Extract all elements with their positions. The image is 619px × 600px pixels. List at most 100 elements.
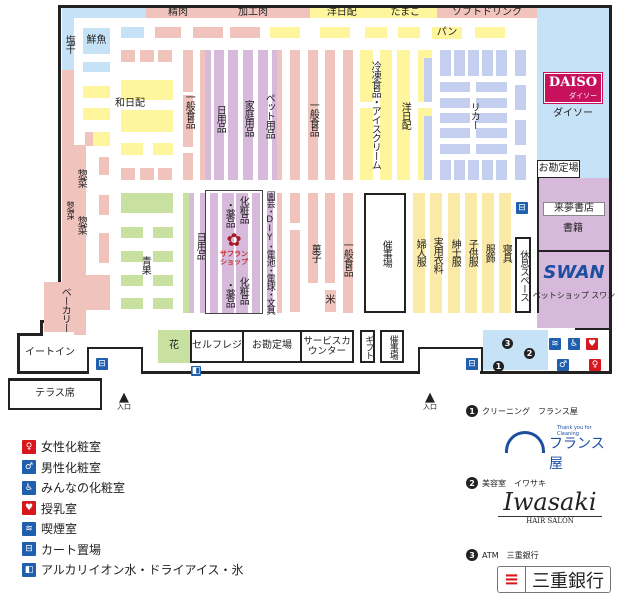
shelf <box>482 193 494 313</box>
saffron-shop-logo: ✿ サフランショップ <box>220 230 248 267</box>
shelf <box>468 160 479 180</box>
shop-2-marker[interactable]: 2 <box>524 348 535 359</box>
wall <box>142 371 420 374</box>
section-bakery[interactable]: ベーカリー <box>44 282 84 332</box>
event-space-1[interactable]: 催事場 <box>364 193 406 313</box>
checkout-main[interactable]: お勘定場 <box>242 330 302 363</box>
wall <box>17 333 43 336</box>
shop-3-marker[interactable]: 3 <box>502 338 513 349</box>
tenant-area[interactable] <box>537 178 609 328</box>
accessible-restroom-icon: ♿ <box>22 480 36 495</box>
label-younichihai: 洋日配 <box>399 101 411 129</box>
legend-label: 女性化粧室 <box>41 440 102 454</box>
shelf <box>515 155 526 180</box>
service-counter[interactable]: サービスカウンター <box>300 330 354 363</box>
section-kome[interactable]: 米 <box>325 290 336 312</box>
shelf <box>475 27 505 38</box>
legend-label: 男性化粧室 <box>41 460 102 475</box>
female-restroom-icon: ♀ <box>22 439 36 454</box>
label-fujinfuku: 婦人服 <box>414 239 426 266</box>
label-katei: 家庭用品 <box>242 99 254 136</box>
section-soft-drink[interactable]: ソフトドリンク <box>437 7 537 18</box>
raimu-logo[interactable]: 来夢書店 <box>543 202 605 216</box>
shelf <box>482 50 493 76</box>
shelf <box>121 80 173 100</box>
shelf <box>243 50 253 180</box>
section-younichihai-band[interactable]: 洋日配たまご <box>310 7 437 18</box>
checkout-daiso[interactable]: お勘定場 <box>537 160 580 178</box>
shelf <box>496 50 507 76</box>
section-hana[interactable]: 花 <box>158 330 190 363</box>
section-pan[interactable]: パン <box>432 27 462 39</box>
gift-counter[interactable]: ギフト <box>360 330 375 363</box>
legend-item: ♂男性化粧室 <box>22 459 101 476</box>
rest-space[interactable]: 休息スペース <box>515 237 531 313</box>
section-sengyo[interactable]: 鮮魚 <box>83 28 110 54</box>
eat-in[interactable]: イートイン <box>25 346 75 358</box>
shelf <box>308 50 318 180</box>
smoking-room-icon: ≋ <box>22 521 36 536</box>
shelf <box>200 50 205 180</box>
legend-item: ◧アルカリイオン水・ドライアイス・氷 <box>22 561 244 578</box>
legend-label: カート置場 <box>41 542 102 557</box>
terrace[interactable]: テラス席 <box>8 378 102 410</box>
saffron-shop-area[interactable] <box>205 190 263 314</box>
male-restroom-icon[interactable]: ♂ <box>557 359 569 371</box>
swan-logo[interactable]: SWAN <box>543 261 605 283</box>
shelf <box>320 27 350 38</box>
legend-item: ♿みんなの化粧室 <box>22 479 125 496</box>
mie-bank-mark-icon: ≡ <box>498 567 526 592</box>
shelf <box>205 50 211 180</box>
shelf <box>270 27 300 38</box>
shelf <box>222 193 234 313</box>
label-nichiyouhin-2: 日用品 <box>194 232 206 259</box>
section-enkan[interactable]: 塩干 <box>62 18 74 70</box>
label-kashi: 菓子 <box>309 243 321 262</box>
shelf <box>121 168 135 180</box>
accessible-restroom-icon[interactable]: ♿ <box>568 338 580 350</box>
cart-icon[interactable]: ⊟ <box>466 358 478 370</box>
daiso-logo[interactable]: DAISO ダイソー <box>543 72 603 104</box>
cart-icon[interactable]: ⊟ <box>516 202 528 214</box>
arrow-up-icon: ▲ <box>119 389 129 405</box>
shelf <box>121 251 143 262</box>
smoking-room-icon[interactable]: ≋ <box>549 338 561 350</box>
section-souzai-1[interactable]: 惣菜 <box>62 70 75 330</box>
shelf <box>440 160 451 180</box>
shelf <box>454 50 465 76</box>
event-space-2[interactable]: 催事場 <box>380 330 404 363</box>
entrance-right[interactable]: ▲入口 <box>423 389 437 412</box>
shelf <box>397 50 410 180</box>
label-shinshi: 紳士服 <box>449 239 461 266</box>
water-ice-icon[interactable]: ◧ <box>191 366 201 376</box>
shelf <box>277 50 282 180</box>
shelf <box>193 27 223 38</box>
shelf <box>228 50 238 180</box>
shelf <box>99 233 109 263</box>
shelf <box>454 160 465 180</box>
nursing-room-icon[interactable]: ♥ <box>586 338 598 350</box>
shelf <box>476 144 507 154</box>
entrance-left[interactable]: ▲入口 <box>117 389 131 412</box>
label-yakuhin-1: ・薬品 <box>223 199 235 227</box>
shelf <box>365 27 387 38</box>
section-souzai-2[interactable]: 惣菜 <box>75 169 87 187</box>
shelf <box>121 110 173 132</box>
cart-icon[interactable]: ⊟ <box>96 358 108 370</box>
shelf <box>515 85 526 110</box>
wall <box>40 320 43 334</box>
label-shingu: 寝具 <box>500 243 512 262</box>
female-restroom-icon[interactable]: ♀ <box>589 359 601 371</box>
shelf <box>158 168 172 180</box>
shelf <box>140 168 154 180</box>
section-seiniku[interactable]: 精肉加工肉 <box>146 7 310 18</box>
shelf <box>267 193 273 313</box>
shelf <box>325 50 335 180</box>
shelf <box>290 193 300 223</box>
self-register[interactable]: セルフレジ <box>190 330 244 363</box>
shop-1-marker[interactable]: 1 <box>493 361 504 372</box>
shelf <box>468 50 479 76</box>
shelf <box>343 50 353 180</box>
shelf <box>153 251 173 262</box>
